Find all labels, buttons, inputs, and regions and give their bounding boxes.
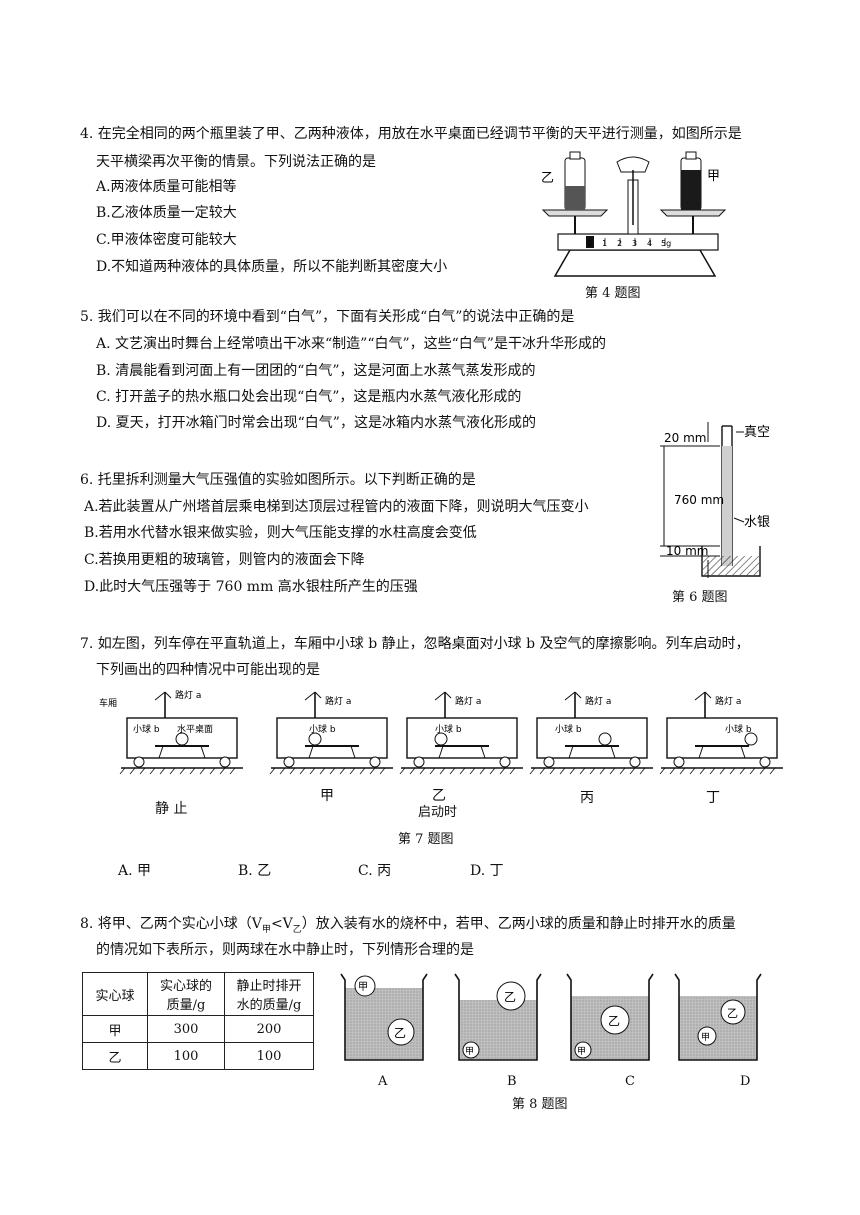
beaker-b-jia: 甲: [465, 1046, 474, 1057]
torricelli-figure: 20 mm 真空 760 mm 水银 10 mm: [660, 422, 770, 578]
q5-option-d: D. 夏天，打开冰箱门时常会出现“白气”，这是冰箱内水蒸气液化形成的: [96, 415, 536, 431]
tube-top-gap-label: 20 mm: [664, 431, 706, 445]
train-panels: 路灯 a 小球 b 水平桌面 车厢 路灯 a 小球 b 路灯 a 小球 b 路灯…: [99, 689, 784, 775]
panel-label-bing: 丙: [580, 790, 594, 806]
dish-depth-label: 10 mm: [666, 544, 708, 558]
q7-stem-line2: 下列画出的四种情况中可能出现的是: [96, 662, 320, 678]
balance-figure: 0 1 2 3 4 5g 乙 甲: [541, 151, 727, 277]
beaker-c-yi: 乙: [608, 1014, 620, 1028]
q4-stem-line2: 天平横梁再次平衡的情景。下列说法正确的是: [96, 154, 376, 170]
table-header-mass: 实心球的 质量/g: [147, 972, 225, 1016]
q8-caption: 第 8 题图: [512, 1097, 568, 1112]
beaker-c-jia: 甲: [577, 1046, 586, 1057]
q4-option-a: A.两液体质量可能相等: [96, 179, 237, 195]
q8-stem-part2: <V: [270, 916, 293, 932]
column-height-label: 760 mm: [674, 493, 724, 507]
ball-label-jia: 小球 b: [309, 723, 336, 735]
q6-option-d: D.此时大气压强等于 760 mm 高水银柱所产生的压强: [84, 579, 418, 595]
q6-option-a: A.若此装置从广州塔首层乘电梯到达顶层过程管内的液面下降，则说明大气压变小: [84, 499, 589, 515]
q8-sub-yi: 乙: [292, 924, 302, 935]
table-header-displaced-line1: 静止时排开: [236, 979, 302, 994]
table-cell: 乙: [82, 1042, 148, 1070]
lamp-label-yi: 路灯 a: [455, 695, 481, 707]
panel-label-jia: 甲: [320, 788, 334, 804]
q4-option-d: D.不知道两种液体的具体质量，所以不能判断其密度大小: [96, 259, 448, 275]
panel-label-static: 静 止: [155, 801, 188, 817]
q8-data-table: 实心球 实心球的 质量/g 静止时排开 水的质量/g 甲 300 200 乙 1…: [82, 972, 314, 1070]
table-cell: 甲: [82, 1015, 148, 1043]
q6-option-c: C.若换用更粗的玻璃管，则管内的液面会下降: [84, 552, 365, 568]
table-header-mass-line2: 质量/g: [166, 998, 206, 1013]
beaker-b-yi: 乙: [504, 990, 516, 1004]
table-row: 甲 300 200: [82, 1015, 314, 1043]
q6-caption: 第 6 题图: [672, 590, 728, 605]
table-cell: 200: [224, 1015, 314, 1043]
panel-label-yi: 乙: [432, 788, 446, 804]
q4-stem-line1: 4. 在完全相同的两个瓶里装了甲、乙两种液体，用放在水平桌面已经调节平衡的天平进…: [80, 126, 742, 142]
table-row: 乙 100 100: [82, 1042, 314, 1070]
q5-stem: 5. 我们可以在不同的环境中看到“白气”，下面有关形成“白气”的说法中正确的是: [80, 309, 575, 325]
ball-label-static: 小球 b: [133, 723, 160, 735]
beaker-a-yi: 乙: [394, 1026, 406, 1040]
q7-answer-c: C. 丙: [358, 863, 392, 879]
table-header-displaced: 静止时排开 水的质量/g: [224, 972, 314, 1016]
q6-option-b: B.若用水代替水银来做实验，则大气压能支撑的水柱高度会变低: [84, 525, 477, 541]
beaker-d-yi: 乙: [727, 1007, 738, 1020]
q8-sub-jia: 甲: [261, 924, 271, 935]
table-label-static: 水平桌面: [177, 723, 213, 735]
lamp-label-bing: 路灯 a: [585, 695, 611, 707]
scale-mark-0: 0: [587, 239, 592, 248]
lamp-label-ding: 路灯 a: [715, 695, 741, 707]
q4-caption: 第 4 题图: [585, 286, 641, 301]
q7-answer-b: B. 乙: [238, 863, 272, 879]
scale-mark-5: 5g: [661, 239, 671, 248]
lamp-label-jia: 路灯 a: [325, 695, 351, 707]
vacuum-label: 真空: [744, 425, 770, 440]
scale-mark-2: 2: [617, 239, 622, 248]
q4-option-b: B.乙液体质量一定较大: [96, 205, 237, 221]
start-label: 启动时: [418, 805, 458, 820]
q5-option-b: B. 清晨能看到河面上有一团团的“白气”，这是河面上水蒸气蒸发形成的: [96, 363, 536, 379]
table-cell: 300: [147, 1015, 225, 1043]
q4-option-c: C.甲液体密度可能较大: [96, 232, 237, 248]
ball-label-ding: 小球 b: [725, 723, 752, 735]
q5-option-a: A. 文艺演出时舞台上经常喷出干冰来“制造”“白气”，这些“白气”是干冰升华形成…: [96, 336, 606, 352]
beaker-a-jia: 甲: [358, 982, 368, 993]
panel-label-ding: 丁: [706, 790, 720, 806]
q6-stem: 6. 托里拆利测量大气压强值的实验如图所示。以下判断正确的是: [80, 472, 476, 488]
bottle-label-jia: 甲: [707, 169, 720, 184]
scale-mark-3: 3: [632, 239, 637, 248]
table-cell: 100: [224, 1042, 314, 1070]
beaker-d-jia: 甲: [701, 1032, 710, 1043]
q7-stem-line1: 7. 如左图，列车停在平直轨道上，车厢中小球 b 静止，忽略桌面对小球 b 及空…: [80, 636, 750, 652]
beaker-label-c: C: [625, 1074, 635, 1089]
q7-caption: 第 7 题图: [398, 832, 454, 847]
beaker-label-b: B: [507, 1074, 517, 1089]
q5-option-c: C. 打开盖子的热水瓶口处会出现“白气”，这是瓶内水蒸气液化形成的: [96, 389, 522, 405]
table-header-mass-line1: 实心球的: [159, 979, 212, 994]
beaker-label-a: A: [378, 1074, 388, 1089]
bottle-label-yi: 乙: [541, 171, 554, 186]
q7-answer-d: D. 丁: [470, 863, 504, 879]
ball-label-yi: 小球 b: [435, 723, 462, 735]
ball-label-bing: 小球 b: [555, 723, 582, 735]
mercury-label: 水银: [744, 515, 770, 530]
q8-stem-line1: 8. 将甲、乙两个实心小球（V甲<V乙）放入装有水的烧杯中，若甲、乙两小球的质量…: [80, 914, 736, 940]
table-header-displaced-line2: 水的质量/g: [236, 998, 302, 1013]
q8-stem-part1: 8. 将甲、乙两个实心小球（V: [80, 916, 262, 932]
q7-answer-a: A. 甲: [118, 863, 152, 879]
scale-mark-4: 4: [647, 239, 652, 248]
q8-stem-part3: ）放入装有水的烧杯中，若甲、乙两小球的质量和静止时排开水的质量: [301, 916, 736, 932]
table-header-row: 实心球 实心球的 质量/g 静止时排开 水的质量/g: [82, 972, 314, 1016]
carriage-label: 车厢: [99, 697, 117, 709]
beakers-figure: 甲 乙 乙 甲 乙 甲 乙 甲: [340, 973, 762, 1061]
q8-stem-line2: 的情况如下表所示，则两球在水中静止时，下列情形合理的是: [96, 942, 474, 958]
lamp-label-static: 路灯 a: [175, 689, 201, 701]
table-header-ball: 实心球: [82, 972, 148, 1016]
table-cell: 100: [147, 1042, 225, 1070]
beaker-label-d: D: [740, 1074, 751, 1089]
scale-mark-1: 1: [602, 239, 607, 248]
